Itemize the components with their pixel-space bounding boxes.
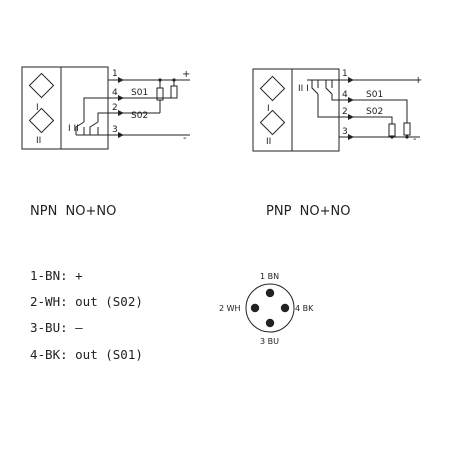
npn-sensor-body (21, 66, 109, 150)
connector-label-bottom: 3 BU (260, 337, 279, 346)
pnp-out-2-label: S02 (366, 107, 383, 117)
pnp-sensor-symbol-2 (259, 109, 286, 136)
m12-connector (245, 283, 295, 333)
pnp-pin-4: 4 (342, 90, 348, 100)
pnp-diagram (252, 68, 420, 152)
npn-channel-1-label: I (36, 103, 39, 113)
npn-pin-1: 1 (112, 69, 118, 79)
connector-label-top: 1 BN (260, 272, 279, 281)
connector-pin-4 (280, 303, 290, 313)
pnp-plus-label: + (414, 75, 422, 86)
npn-sensor-symbol-2 (28, 107, 55, 134)
pnp-pin-3: 3 (342, 127, 348, 137)
connector-label-left: 2 WH (219, 304, 241, 313)
pnp-switch-label: II I (298, 84, 309, 94)
npn-out-2-label: S02 (131, 111, 148, 121)
pnp-pin-2: 2 (342, 107, 348, 117)
connector-pin-1 (265, 288, 275, 298)
npn-channel-2-label: II (36, 136, 41, 146)
pnp-channel-1-label: I (267, 104, 270, 114)
connector-pin-2 (250, 303, 260, 313)
pinout-item-1: 1-BN: + (30, 268, 83, 283)
pnp-sensor-symbol-1 (259, 75, 286, 102)
npn-pin-4: 4 (112, 88, 118, 98)
pinout-item-2: 2-WH: out (S02) (30, 294, 143, 309)
pnp-channel-2-label: II (266, 137, 271, 147)
pnp-minus-label: - (413, 134, 417, 145)
pnp-connector-arrows (348, 77, 409, 140)
connector-label-right: 4 BK (295, 304, 314, 313)
pinout-item-4: 4-BK: out (S01) (30, 347, 143, 362)
npn-caption: NPN NO+NO (30, 204, 117, 219)
npn-pin-3: 3 (112, 125, 118, 135)
npn-pin-2: 2 (112, 103, 118, 113)
pnp-sensor-body (252, 68, 340, 152)
pnp-caption: PNP NO+NO (266, 204, 351, 219)
npn-switch-label: I II (68, 124, 79, 134)
npn-out-1-label: S01 (131, 88, 148, 98)
npn-minus-label: - (183, 133, 187, 144)
connector-outline (245, 283, 295, 333)
connector-pin-3 (265, 318, 275, 328)
npn-connector-arrows (118, 77, 176, 138)
pinout-item-3: 3-BU: – (30, 320, 83, 335)
npn-sensor-symbol-1 (28, 72, 55, 99)
pnp-out-1-label: S01 (366, 90, 383, 100)
npn-plus-label: + (182, 69, 190, 80)
pnp-pin-1: 1 (342, 69, 348, 79)
npn-diagram (21, 66, 190, 150)
